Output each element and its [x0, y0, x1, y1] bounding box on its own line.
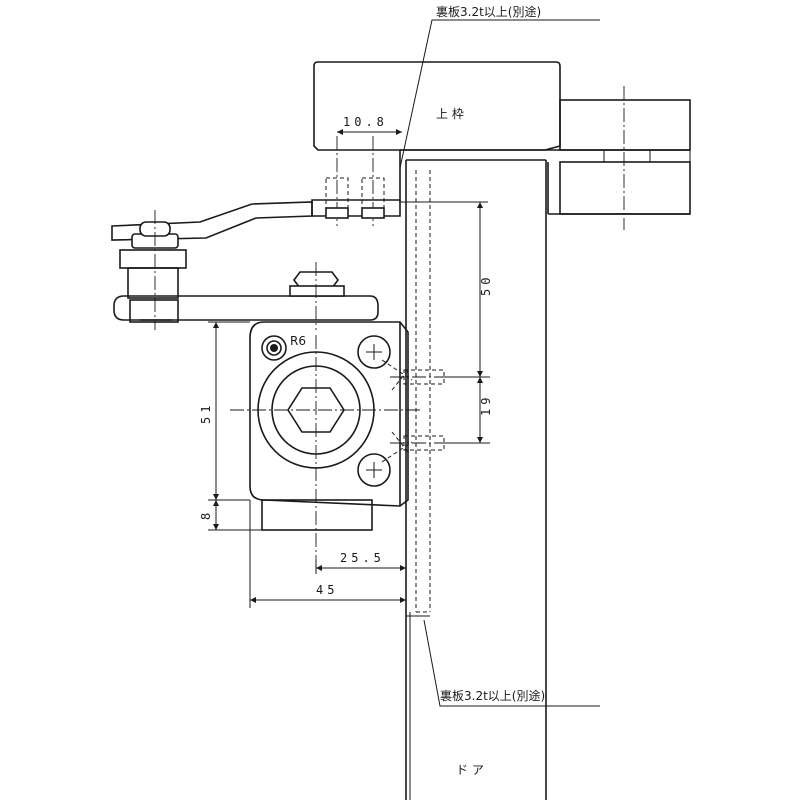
door-label: ド ア [456, 763, 484, 777]
dim-51: 51 [199, 402, 213, 424]
upper-bracket [311, 136, 401, 226]
dim-19: 19 [479, 394, 493, 416]
top-note: 裏板3.2t以上(別途) [436, 4, 541, 19]
dim-8: 8 [199, 509, 213, 520]
upper-arm [111, 201, 313, 330]
dim-50: 50 [479, 274, 493, 296]
dimension-lines [208, 19, 600, 707]
lower-arm [113, 262, 379, 330]
door [399, 150, 547, 800]
dim-45: 45 [316, 583, 338, 597]
dim-10-8: 10.8 [343, 115, 388, 129]
frame-label: 上 枠 [436, 107, 464, 121]
dim-25-5: 25.5 [340, 551, 385, 565]
body-plate: R6 [230, 321, 420, 560]
bottom-note: 裏板3.2t以上(別途) [440, 688, 545, 703]
door-screws [390, 369, 490, 451]
small-mark: R6 [290, 334, 306, 348]
upper-frame [313, 61, 691, 230]
